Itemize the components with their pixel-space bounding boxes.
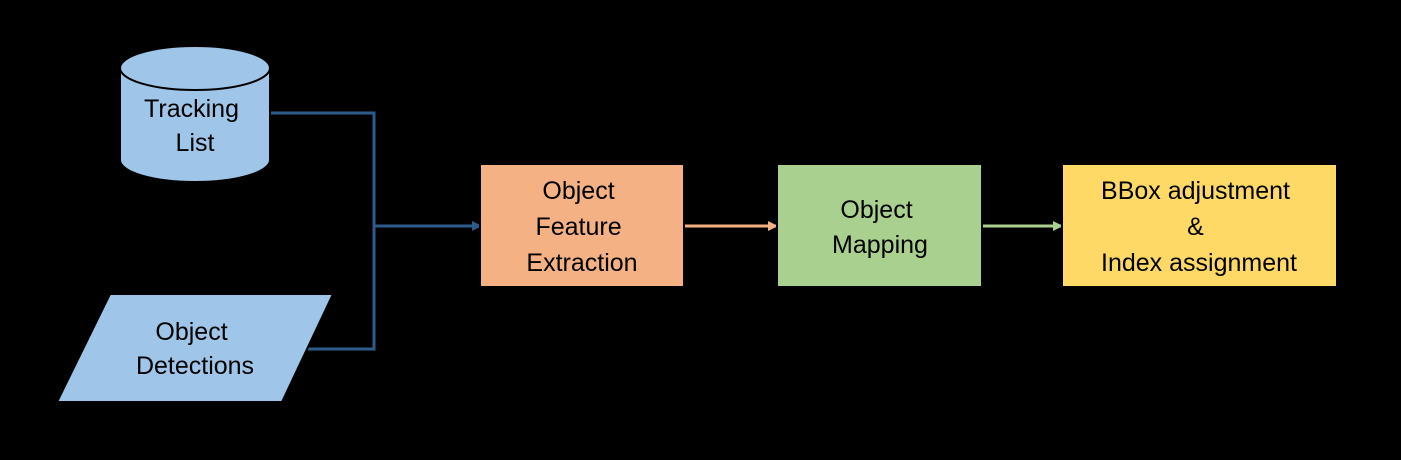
object-detections-parallelogram [55,293,335,403]
feature-extraction-box [479,163,685,288]
feature-extraction-label-line-2: Feature [535,213,621,241]
connectors [270,111,1063,351]
object-detections-label-line-1: Object [155,318,227,346]
tracking-list-cylinder-body [119,67,271,183]
bbox-adjustment-label-line-3: Index assignment [1101,249,1297,277]
edge-tracking-list-to-merge [270,111,376,226]
tracking-list-label: Tracking List [144,95,246,157]
bbox-adjustment-label-line-1: BBox adjustment [1101,177,1290,205]
tracking-list-node: Tracking List [119,45,271,183]
object-detections-label-line-2: Detections [136,352,254,380]
object-detections-node: Object Detections [55,293,335,403]
bbox-adjustment-box [1061,163,1338,288]
feature-extraction-label: Object Feature Extraction [526,177,637,277]
object-mapping-label-line-1: Object [840,196,912,224]
bbox-adjustment-node: BBox adjustment & Index assignment [1061,163,1338,288]
tracking-list-label-line-2: List [176,129,215,157]
tracking-list-label-line-1: Tracking [144,95,239,123]
object-mapping-node: Object Mapping [776,163,983,288]
object-mapping-box [776,163,983,288]
edge-object-detections-to-merge [308,226,376,351]
object-mapping-label-line-2: Mapping [832,231,928,259]
bbox-adjustment-label: BBox adjustment & Index assignment [1101,177,1297,277]
object-detections-label: Object Detections [136,318,254,380]
bbox-adjustment-label-line-2: & [1187,213,1204,241]
feature-extraction-label-line-3: Extraction [526,249,637,277]
object-mapping-label: Object Mapping [832,196,928,259]
feature-extraction-label-line-1: Object [542,177,614,205]
feature-extraction-node: Object Feature Extraction [479,163,685,288]
tracking-list-cylinder-top [119,45,271,91]
